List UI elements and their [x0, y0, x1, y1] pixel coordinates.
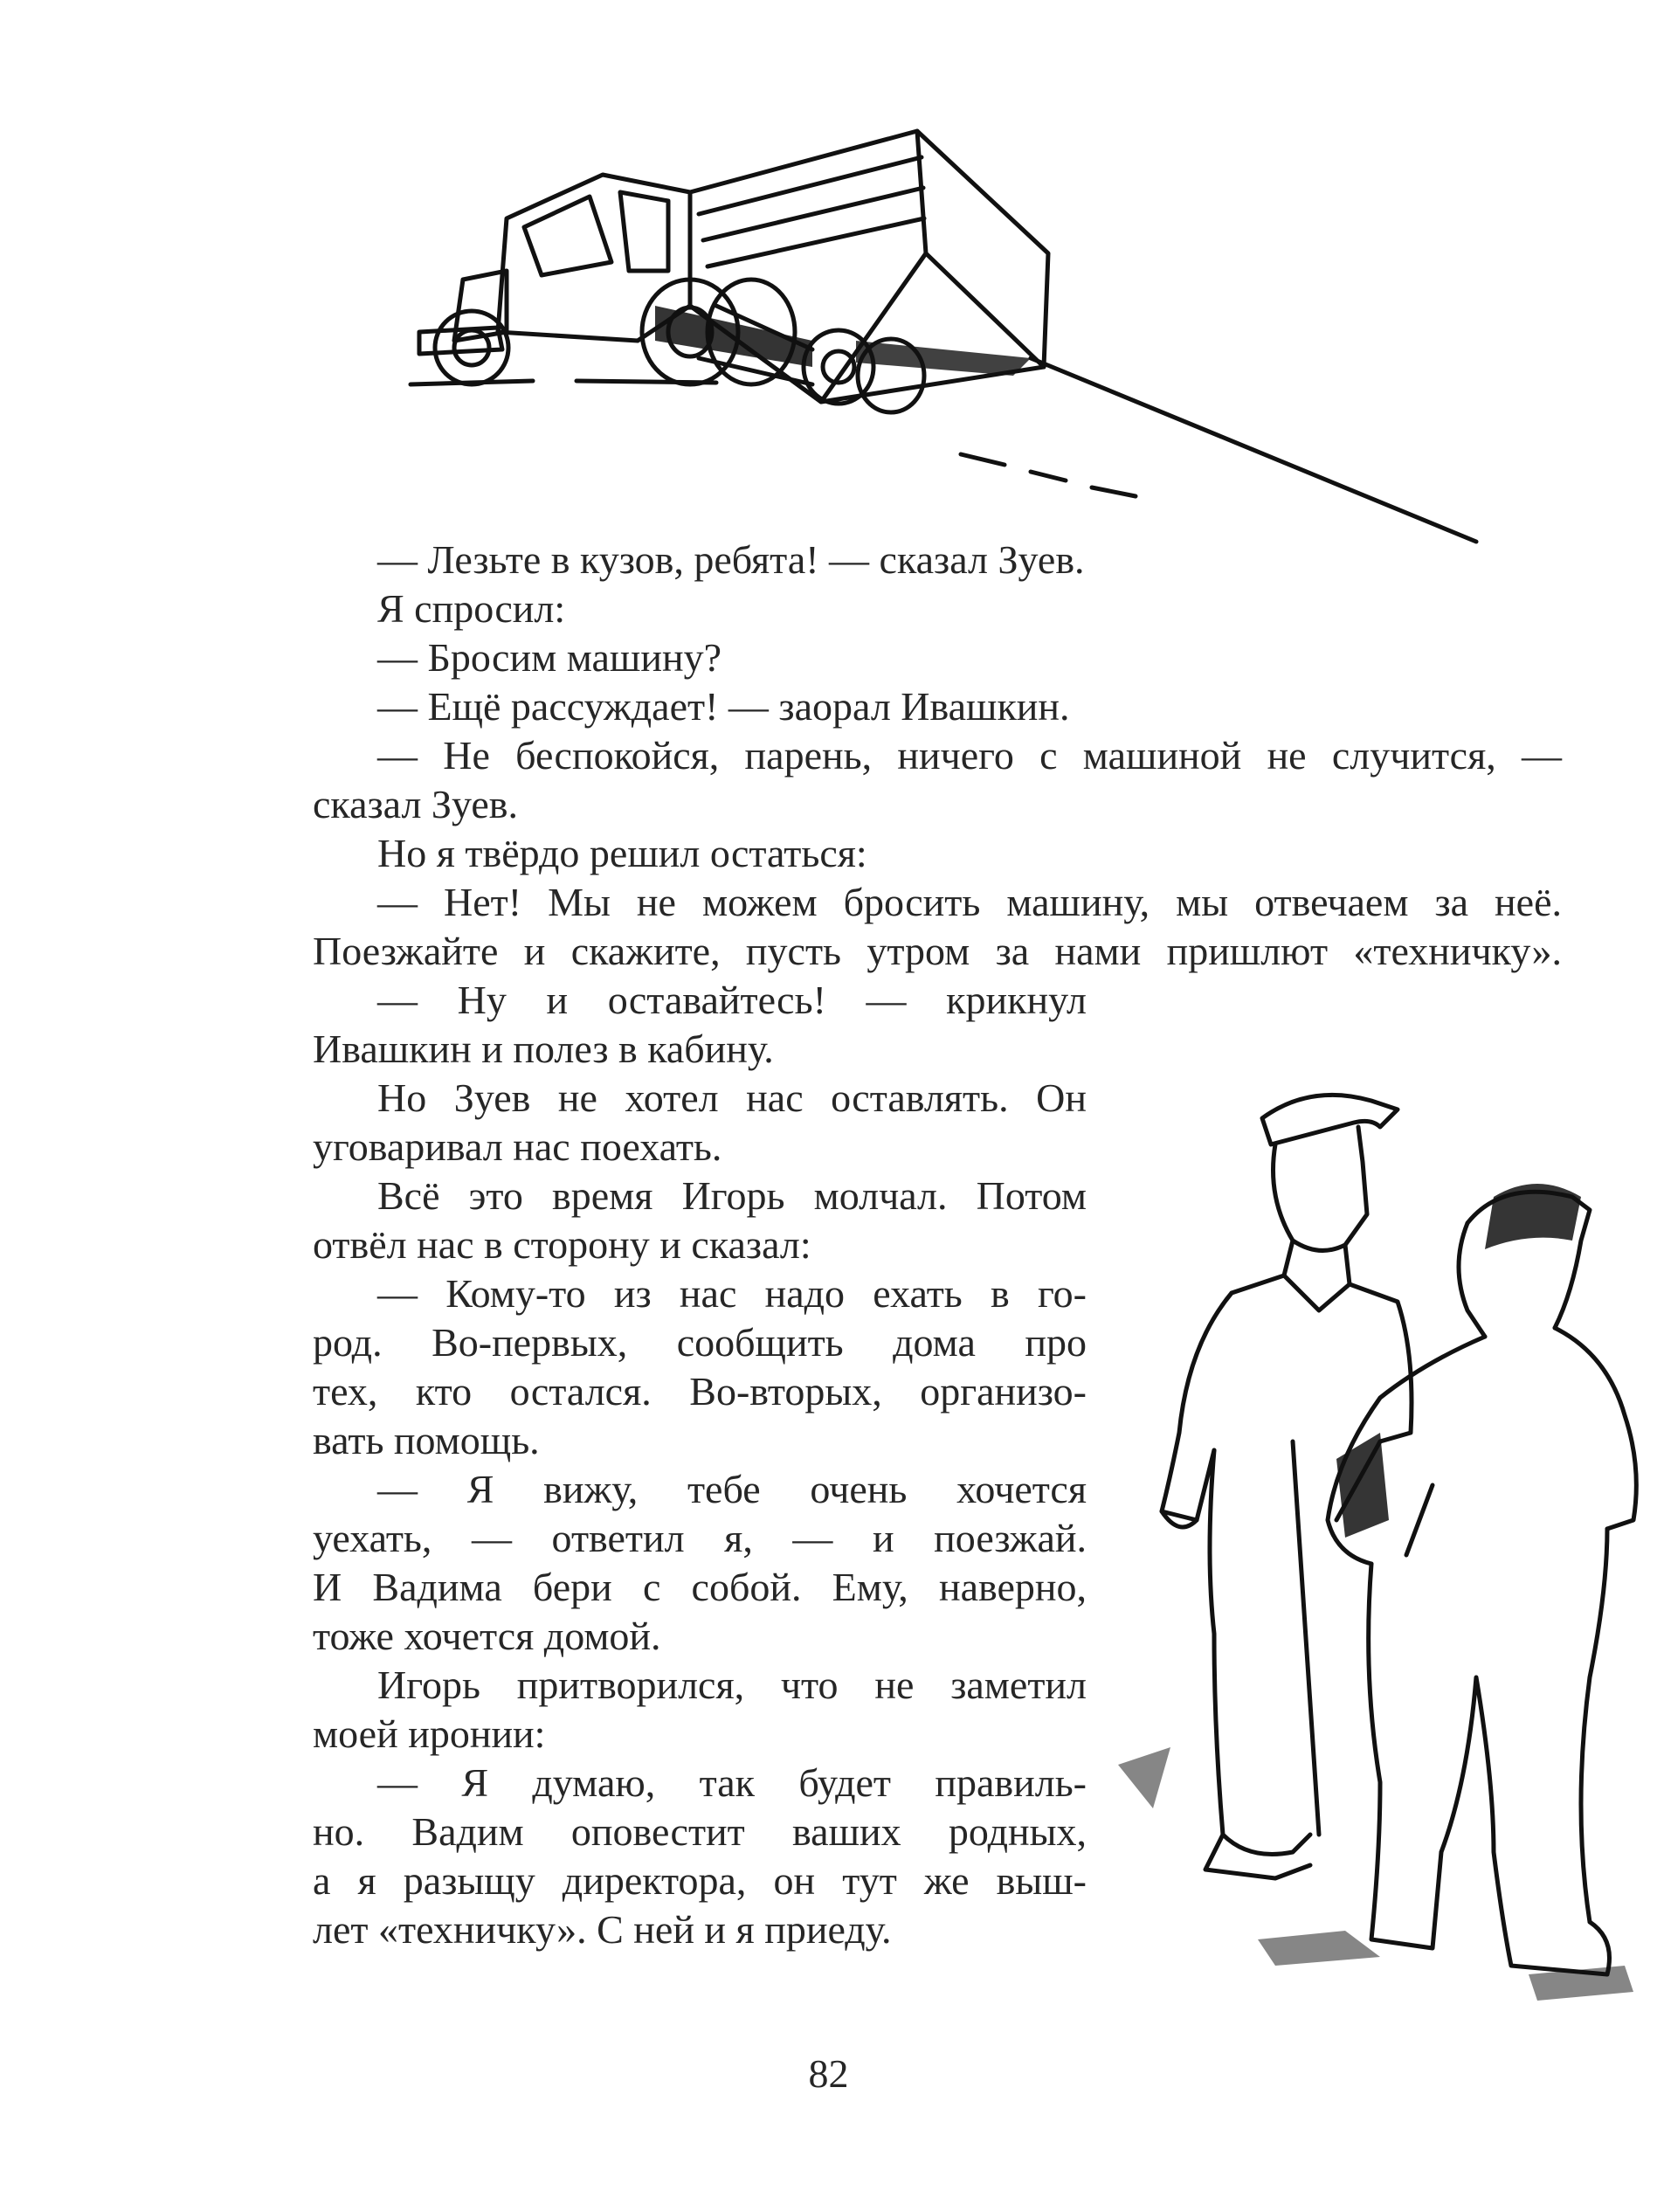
text-line-22: И Вадима бери с собой. Ему, наверно, — [313, 1565, 1087, 1609]
text-line-1: — Лезьте в кузов, ребята! — сказал Зуев. — [377, 537, 1085, 582]
text-line-2: Я спросил: — [377, 586, 566, 631]
text-line-3: — Бросим машину? — [377, 635, 721, 680]
text-line-10: — Ну и оставайтесь! — крикнул — [377, 978, 1087, 1022]
text-line-21: уехать, — ответил я, — и поезжай. — [313, 1516, 1087, 1560]
text-line-25: моей иронии: — [313, 1711, 546, 1756]
text-line-19: вать помощь. — [313, 1418, 540, 1462]
text-line-29: лет «техничку». С ней и я приеду. — [313, 1907, 892, 1952]
text-line-13: уговаривал нас поехать. — [313, 1124, 722, 1169]
text-line-26: — Я думаю, так будет правиль- — [377, 1760, 1087, 1805]
text-line-17: род. Во-первых, сообщить дома про — [313, 1320, 1087, 1365]
text-line-16: — Кому-то из нас надо ехать в го- — [377, 1271, 1087, 1316]
page-number: 82 — [808, 2051, 849, 2096]
text-line-28: а я разыщу директора, он тут же выш- — [313, 1858, 1087, 1903]
text-line-5: — Не беспокойся, парень, ничего с машино… — [377, 733, 1562, 778]
text-line-6: сказал Зуев. — [313, 782, 519, 826]
text-line-15: отвёл нас в сторону и сказал: — [313, 1222, 811, 1267]
boys-illustration — [1118, 1092, 1639, 2001]
text-line-4: — Ещё рассуждает! — заорал Ивашкин. — [377, 684, 1070, 729]
text-line-20: — Я вижу, тебе очень хочется — [377, 1467, 1087, 1511]
text-line-23: тоже хочется домой. — [313, 1614, 661, 1658]
text-line-14: Всё это время Игорь молчал. Потом — [377, 1173, 1087, 1218]
text-line-12: Но Зуев не хотел нас оставлять. Он — [377, 1075, 1087, 1120]
text-line-9: Поезжайте и скажите, пусть утром за нами… — [313, 929, 1562, 973]
text-line-7: Но я твёрдо решил остаться: — [377, 831, 867, 875]
text-line-24: Игорь притворился, что не заметил — [377, 1662, 1087, 1707]
truck-illustration — [408, 128, 1479, 544]
text-line-11: Ивашкин и полез в кабину. — [313, 1027, 774, 1071]
text-line-8: — Нет! Мы не можем бросить машину, мы от… — [377, 880, 1562, 924]
text-line-27: но. Вадим оповестит ваших родных, — [313, 1809, 1087, 1854]
text-line-18: тех, кто остался. Во-вторых, организо- — [313, 1369, 1087, 1414]
